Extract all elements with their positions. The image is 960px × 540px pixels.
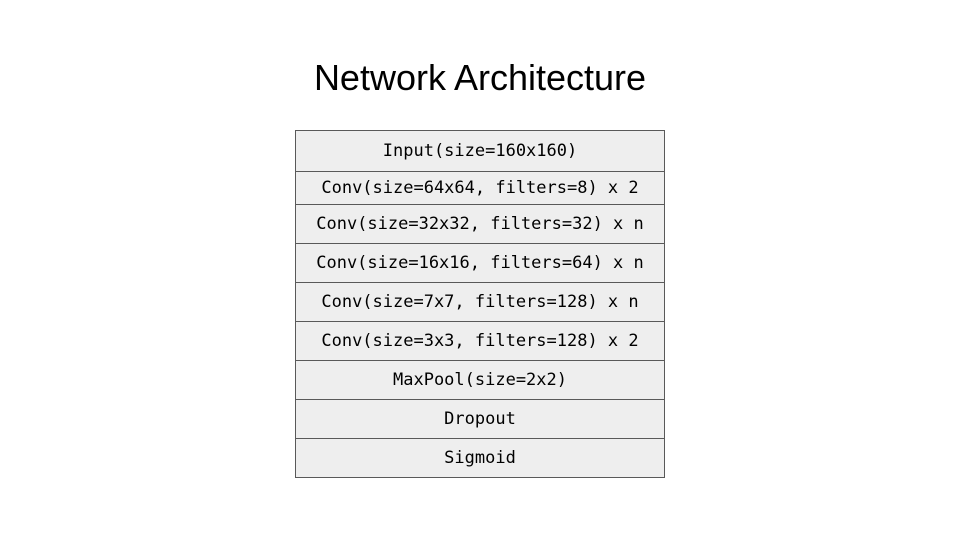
layer-conv-64: Conv(size=64x64, filters=8) x 2 (295, 171, 665, 205)
layer-conv-32: Conv(size=32x32, filters=32) x n (295, 204, 665, 244)
page-title: Network Architecture (313, 57, 647, 98)
layer-input: Input(size=160x160) (295, 130, 665, 172)
layer-sigmoid: Sigmoid (295, 438, 665, 478)
layer-dropout: Dropout (295, 399, 665, 439)
layer-maxpool: MaxPool(size=2x2) (295, 360, 665, 400)
layer-conv-3: Conv(size=3x3, filters=128) x 2 (295, 321, 665, 361)
architecture-stack: Input(size=160x160) Conv(size=64x64, fil… (295, 130, 665, 478)
layer-conv-16: Conv(size=16x16, filters=64) x n (295, 243, 665, 283)
layer-conv-7: Conv(size=7x7, filters=128) x n (295, 282, 665, 322)
